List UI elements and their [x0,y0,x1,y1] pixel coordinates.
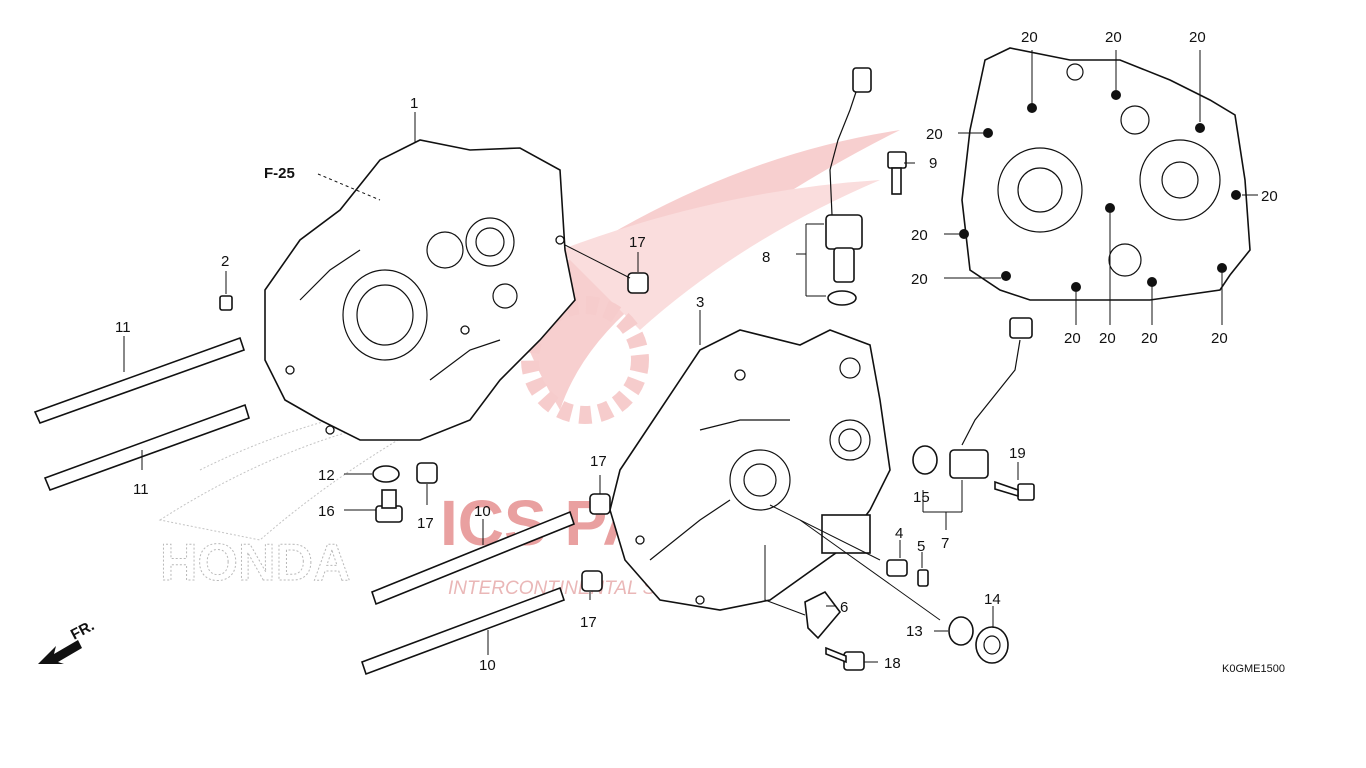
callout-17b: 17 [417,515,434,532]
dowel-pin-2 [219,295,233,311]
left-crankcase [264,139,576,441]
small-parts [33,67,1035,676]
callout-15: 15 [913,489,930,506]
right-crankcase [609,329,891,611]
o-ring-15 [912,445,938,475]
callout-4: 4 [895,525,903,542]
bolt-9 [887,151,907,195]
callout-20i: 20 [1099,330,1116,347]
callout-11b: 11 [133,481,149,498]
pin-4 [886,559,908,577]
dowel-pin-17b [416,462,438,484]
bolt-18 [825,646,865,671]
switch-assembly-7 [949,317,1033,479]
dowel-pin-17c [589,493,611,515]
honda-ghost-logo: HONDA [160,534,351,592]
callout-3: 3 [696,294,704,311]
bearing-13 [948,616,974,646]
stud-bolt-10a [371,510,575,606]
spring-5 [917,569,929,587]
callout-20c: 20 [1189,29,1206,46]
front-arrow-icon [38,640,82,664]
direction-label: FR. [68,617,97,643]
callout-8: 8 [762,249,770,266]
stud-bolt-11b [43,403,250,492]
bolt-19 [994,480,1035,501]
callout-12: 12 [318,467,335,484]
callout-20j: 20 [1141,330,1158,347]
callout-7: 7 [941,535,949,552]
diagram-code: K0GME1500 [1222,663,1285,675]
leader-lines [123,50,1258,663]
sealing-washer-12 [372,465,400,483]
callout-17d: 17 [580,614,597,631]
callout-6: 6 [840,599,848,616]
callout-2: 2 [221,253,229,270]
callout-17c: 17 [590,453,607,470]
callout-labels: F-25 1 2 3 4 5 6 7 8 9 10 10 11 11 12 13… [115,29,1285,675]
callout-13: 13 [906,623,923,640]
dowel-pin-17a [627,272,649,294]
callout-10a: 10 [474,503,491,520]
callout-20h: 20 [1064,330,1081,347]
callout-20b: 20 [1105,29,1122,46]
callout-20g: 20 [911,271,928,288]
callout-16: 16 [318,503,335,520]
callout-20e: 20 [1261,188,1278,205]
reference-label: F-25 [264,165,295,182]
callout-18: 18 [884,655,901,672]
plate-6 [804,590,842,640]
callout-17a: 17 [629,234,646,251]
callout-1: 1 [410,95,418,112]
drain-bolt-16 [375,489,403,523]
stud-bolt-10b [360,586,566,676]
callout-20a: 20 [1021,29,1038,46]
callout-9: 9 [929,155,937,172]
callout-14: 14 [984,591,1001,608]
callout-20d: 20 [926,126,943,143]
callout-11a: 11 [115,319,131,336]
sensor-assembly-8 [825,67,872,306]
crankcase-cover-gasket [959,47,1251,301]
callout-5: 5 [917,538,925,555]
front-direction-indicator: FR. [38,617,97,664]
oil-seal-14 [975,626,1009,664]
stud-bolt-11a [33,336,246,425]
callout-10b: 10 [479,657,496,674]
callout-20f: 20 [911,227,928,244]
callout-19: 19 [1009,445,1026,462]
callout-20k: 20 [1211,330,1228,347]
dowel-pin-17d [581,570,603,592]
